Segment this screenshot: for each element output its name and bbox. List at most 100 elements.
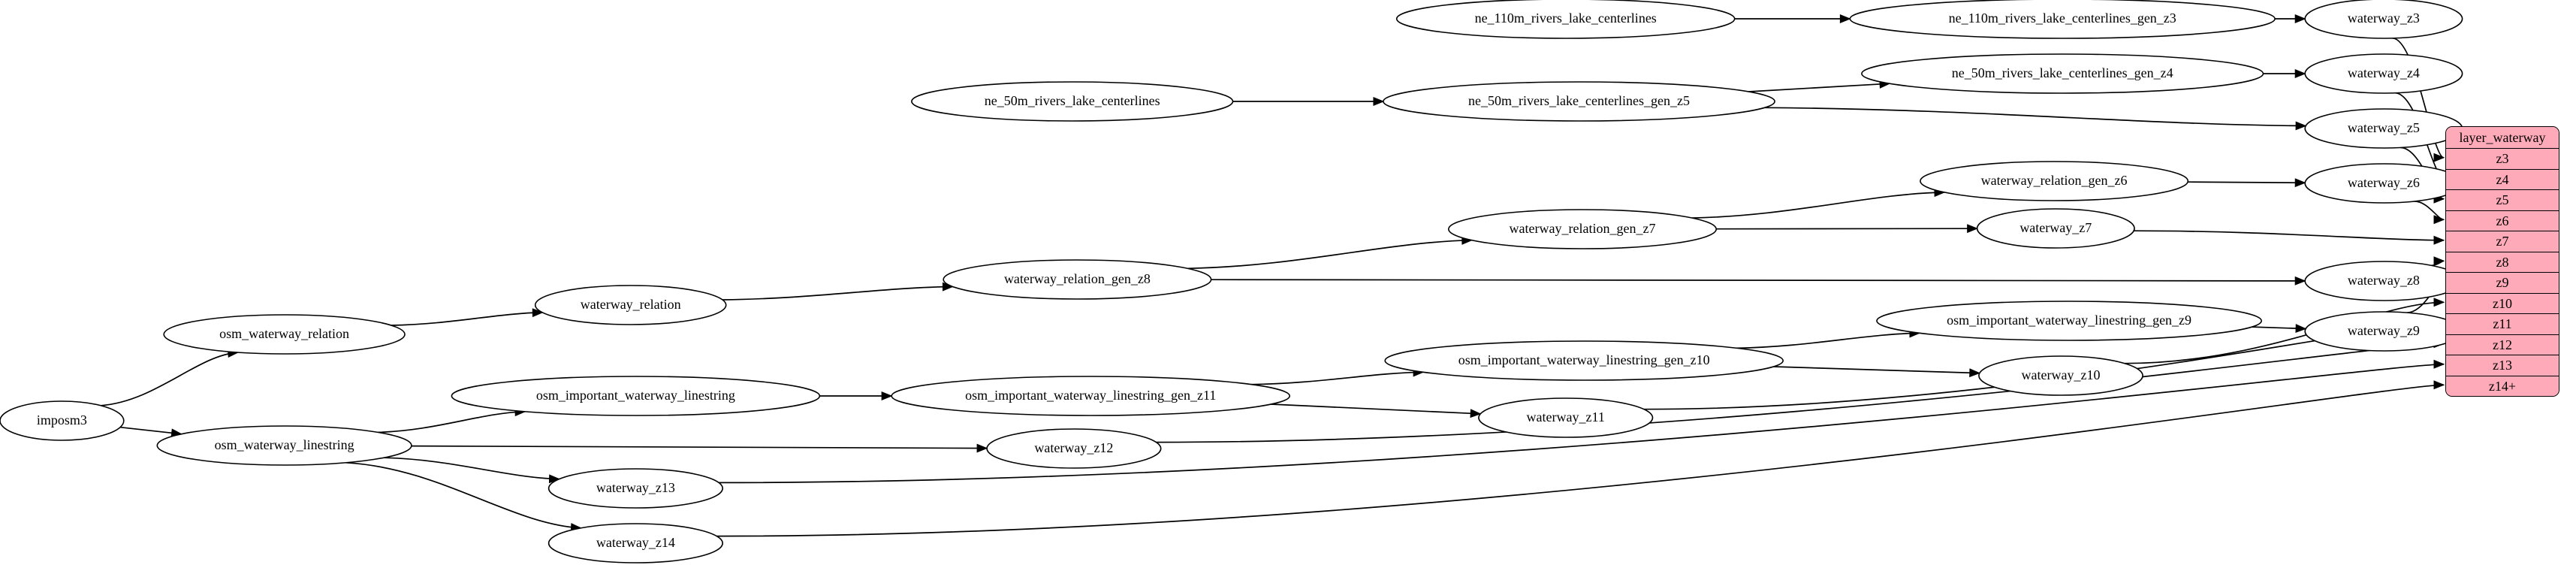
edge-arrowhead — [1839, 14, 1851, 23]
node-waterway_relation_gen_z6[interactable]: waterway_relation_gen_z6 — [1920, 161, 2189, 201]
node-shape-waterway_z4[interactable] — [2304, 53, 2463, 94]
edge-arrowhead — [1967, 224, 1978, 234]
node-shape-waterway_z10[interactable] — [1978, 355, 2143, 396]
node-shape-waterway_z6[interactable] — [2304, 163, 2463, 204]
edge-waterway_z7-to-layer_waterway_z7 — [2134, 230, 2445, 241]
node-shape-osm_waterway_linestring[interactable] — [156, 425, 412, 466]
node-shape-waterway_z13[interactable] — [547, 468, 724, 509]
node-shape-waterway_relation_gen_z6[interactable] — [1920, 161, 2189, 201]
node-shape-waterway_z9[interactable] — [2304, 311, 2463, 352]
layer-table-row-z10[interactable]: z10 — [2446, 292, 2559, 313]
node-waterway_relation_gen_z7[interactable]: waterway_relation_gen_z7 — [1448, 209, 1718, 249]
layer-table-row-z7[interactable]: z7 — [2446, 231, 2559, 252]
node-waterway_z6[interactable]: waterway_z6 — [2304, 163, 2463, 204]
node-osm_important_waterway_linestring[interactable]: osm_important_waterway_linestring — [451, 376, 821, 416]
edge-osm_waterway_linestring-to-waterway_z14 — [345, 461, 581, 529]
node-waterway_z9[interactable]: waterway_z9 — [2304, 311, 2463, 352]
edge-arrowhead — [2433, 235, 2445, 245]
layer-table-row-z8[interactable]: z8 — [2446, 251, 2559, 272]
edge-imposm3-to-osm_waterway_linestring — [120, 426, 182, 435]
node-shape-osm_waterway_relation[interactable] — [163, 314, 406, 355]
node-waterway_z3[interactable]: waterway_z3 — [2304, 0, 2463, 39]
node-shape-waterway_z11[interactable] — [1478, 397, 1654, 438]
layer-table-row-z3[interactable]: z3 — [2446, 148, 2559, 169]
node-waterway_z5[interactable]: waterway_z5 — [2304, 108, 2463, 149]
layer-table-row-z5[interactable]: z5 — [2446, 189, 2559, 210]
node-shape-waterway_z14[interactable] — [547, 523, 724, 563]
node-shape-waterway_z3[interactable] — [2304, 0, 2463, 39]
edge-osm_waterway_linestring-to-osm_important_waterway_linestring — [378, 410, 526, 434]
node-shape-waterway_z7[interactable] — [1976, 208, 2135, 249]
node-ne_110m_rivers_lake_centerlines[interactable]: ne_110m_rivers_lake_centerlines — [1395, 0, 1736, 39]
node-waterway_relation_gen_z8[interactable]: waterway_relation_gen_z8 — [943, 259, 1212, 300]
node-shape-waterway_relation_gen_z8[interactable] — [943, 259, 1212, 300]
edge-osm_waterway_linestring-to-waterway_z12 — [411, 445, 988, 449]
node-shape-osm_important_waterway_linestring_gen_z11[interactable] — [891, 376, 1290, 416]
node-osm_important_waterway_linestring_gen_z11[interactable]: osm_important_waterway_linestring_gen_z1… — [891, 376, 1290, 416]
edge-waterway_relation_gen_z7-to-waterway_relation_gen_z6 — [1692, 192, 1945, 219]
node-shape-ne_110m_rivers_lake_centerlines[interactable] — [1395, 0, 1736, 39]
node-shape-ne_110m_rivers_lake_centerlines_gen_z3[interactable] — [1849, 0, 2276, 39]
node-ne_50m_rivers_lake_centerlines_gen_z5[interactable]: ne_50m_rivers_lake_centerlines_gen_z5 — [1383, 81, 1775, 122]
node-osm_important_waterway_linestring_gen_z10[interactable]: osm_important_waterway_linestring_gen_z1… — [1384, 340, 1784, 381]
node-waterway_z7[interactable]: waterway_z7 — [1976, 208, 2135, 249]
edge-arrowhead — [2433, 215, 2445, 225]
edge-waterway_z6-to-layer_waterway_z6 — [2414, 201, 2445, 221]
edge-waterway_relation_gen_z7-to-waterway_z7 — [1716, 228, 1977, 230]
node-shape-osm_important_waterway_linestring_gen_z10[interactable] — [1384, 340, 1784, 381]
edge-waterway_relation_gen_z8-to-waterway_z8 — [1211, 279, 2306, 282]
edge-arrowhead — [2433, 256, 2445, 266]
edge-arrowhead — [881, 391, 893, 400]
edge-arrowhead — [2433, 153, 2445, 162]
node-waterway_z10[interactable]: waterway_z10 — [1978, 355, 2143, 396]
node-shape-ne_50m_rivers_lake_centerlines_gen_z4[interactable] — [1861, 53, 2264, 94]
layer-table-header: layer_waterway — [2446, 127, 2559, 148]
edge-imposm3-to-osm_waterway_relation — [101, 352, 238, 406]
node-osm_waterway_relation[interactable]: osm_waterway_relation — [163, 314, 406, 355]
node-waterway_z4[interactable]: waterway_z4 — [2304, 53, 2463, 94]
node-shape-ne_50m_rivers_lake_centerlines_gen_z5[interactable] — [1383, 81, 1775, 122]
layer-table-row-z13[interactable]: z13 — [2446, 355, 2559, 376]
node-waterway_z12[interactable]: waterway_z12 — [986, 428, 1162, 469]
node-ne_50m_rivers_lake_centerlines[interactable]: ne_50m_rivers_lake_centerlines — [911, 81, 1234, 122]
node-shape-imposm3[interactable] — [0, 400, 125, 441]
edge-osm_important_waterway_linestring_gen_z10-to-waterway_z10 — [1773, 366, 1980, 374]
node-ne_50m_rivers_lake_centerlines_gen_z4[interactable]: ne_50m_rivers_lake_centerlines_gen_z4 — [1861, 53, 2264, 94]
node-imposm3[interactable]: imposm3 — [0, 400, 125, 441]
edge-osm_important_waterway_linestring_gen_z11-to-waterway_z11 — [1271, 403, 1481, 415]
node-shape-waterway_z12[interactable] — [986, 428, 1162, 469]
node-waterway_relation[interactable]: waterway_relation — [534, 285, 727, 325]
edge-arrowhead — [2294, 276, 2306, 286]
layer-table-row-z6[interactable]: z6 — [2446, 210, 2559, 231]
node-waterway_z11[interactable]: waterway_z11 — [1478, 397, 1654, 438]
edge-waterway_z14-to-layer_waterway_z14_ — [716, 384, 2445, 537]
edge-arrowhead — [1470, 409, 1482, 418]
layer-table-row-z14+[interactable]: z14+ — [2446, 375, 2559, 396]
node-osm_waterway_linestring[interactable]: osm_waterway_linestring — [156, 425, 412, 466]
layer-table-row-z4[interactable]: z4 — [2446, 168, 2559, 189]
node-shape-osm_important_waterway_linestring[interactable] — [451, 376, 821, 416]
edge-arrowhead — [2294, 14, 2306, 23]
edge-arrowhead — [532, 308, 544, 318]
node-shape-waterway_relation_gen_z7[interactable] — [1448, 209, 1718, 249]
layer-table-row-z11[interactable]: z11 — [2446, 313, 2559, 334]
edge-osm_waterway_linestring-to-waterway_z13 — [384, 457, 560, 480]
edge-osm_important_waterway_linestring_gen_z11-to-osm_important_waterway_linestring_gen_z10 — [1251, 371, 1424, 385]
node-shape-ne_50m_rivers_lake_centerlines[interactable] — [911, 81, 1234, 122]
node-waterway_z13[interactable]: waterway_z13 — [547, 468, 724, 509]
node-shape-waterway_z5[interactable] — [2304, 108, 2463, 149]
edge-arrowhead — [1969, 368, 1981, 378]
node-shape-osm_important_waterway_linestring_gen_z9[interactable] — [1876, 301, 2263, 341]
node-shape-waterway_relation[interactable] — [534, 285, 727, 325]
layer-table-row-z9[interactable]: z9 — [2446, 272, 2559, 293]
node-waterway_z8[interactable]: waterway_z8 — [2304, 261, 2463, 301]
node-shape-waterway_z8[interactable] — [2304, 261, 2463, 301]
node-waterway_z14[interactable]: waterway_z14 — [547, 523, 724, 563]
node-osm_important_waterway_linestring_gen_z9[interactable]: osm_important_waterway_linestring_gen_z9 — [1876, 301, 2263, 341]
layer-table-row-z12[interactable]: z12 — [2446, 334, 2559, 355]
edge-waterway_relation_gen_z6-to-waterway_z6 — [2188, 181, 2306, 184]
edge-ne_50m_rivers_lake_centerlines_gen_z5-to-waterway_z5 — [1764, 107, 2306, 127]
node-ne_110m_rivers_lake_centerlines_gen_z3[interactable]: ne_110m_rivers_lake_centerlines_gen_z3 — [1849, 0, 2276, 39]
